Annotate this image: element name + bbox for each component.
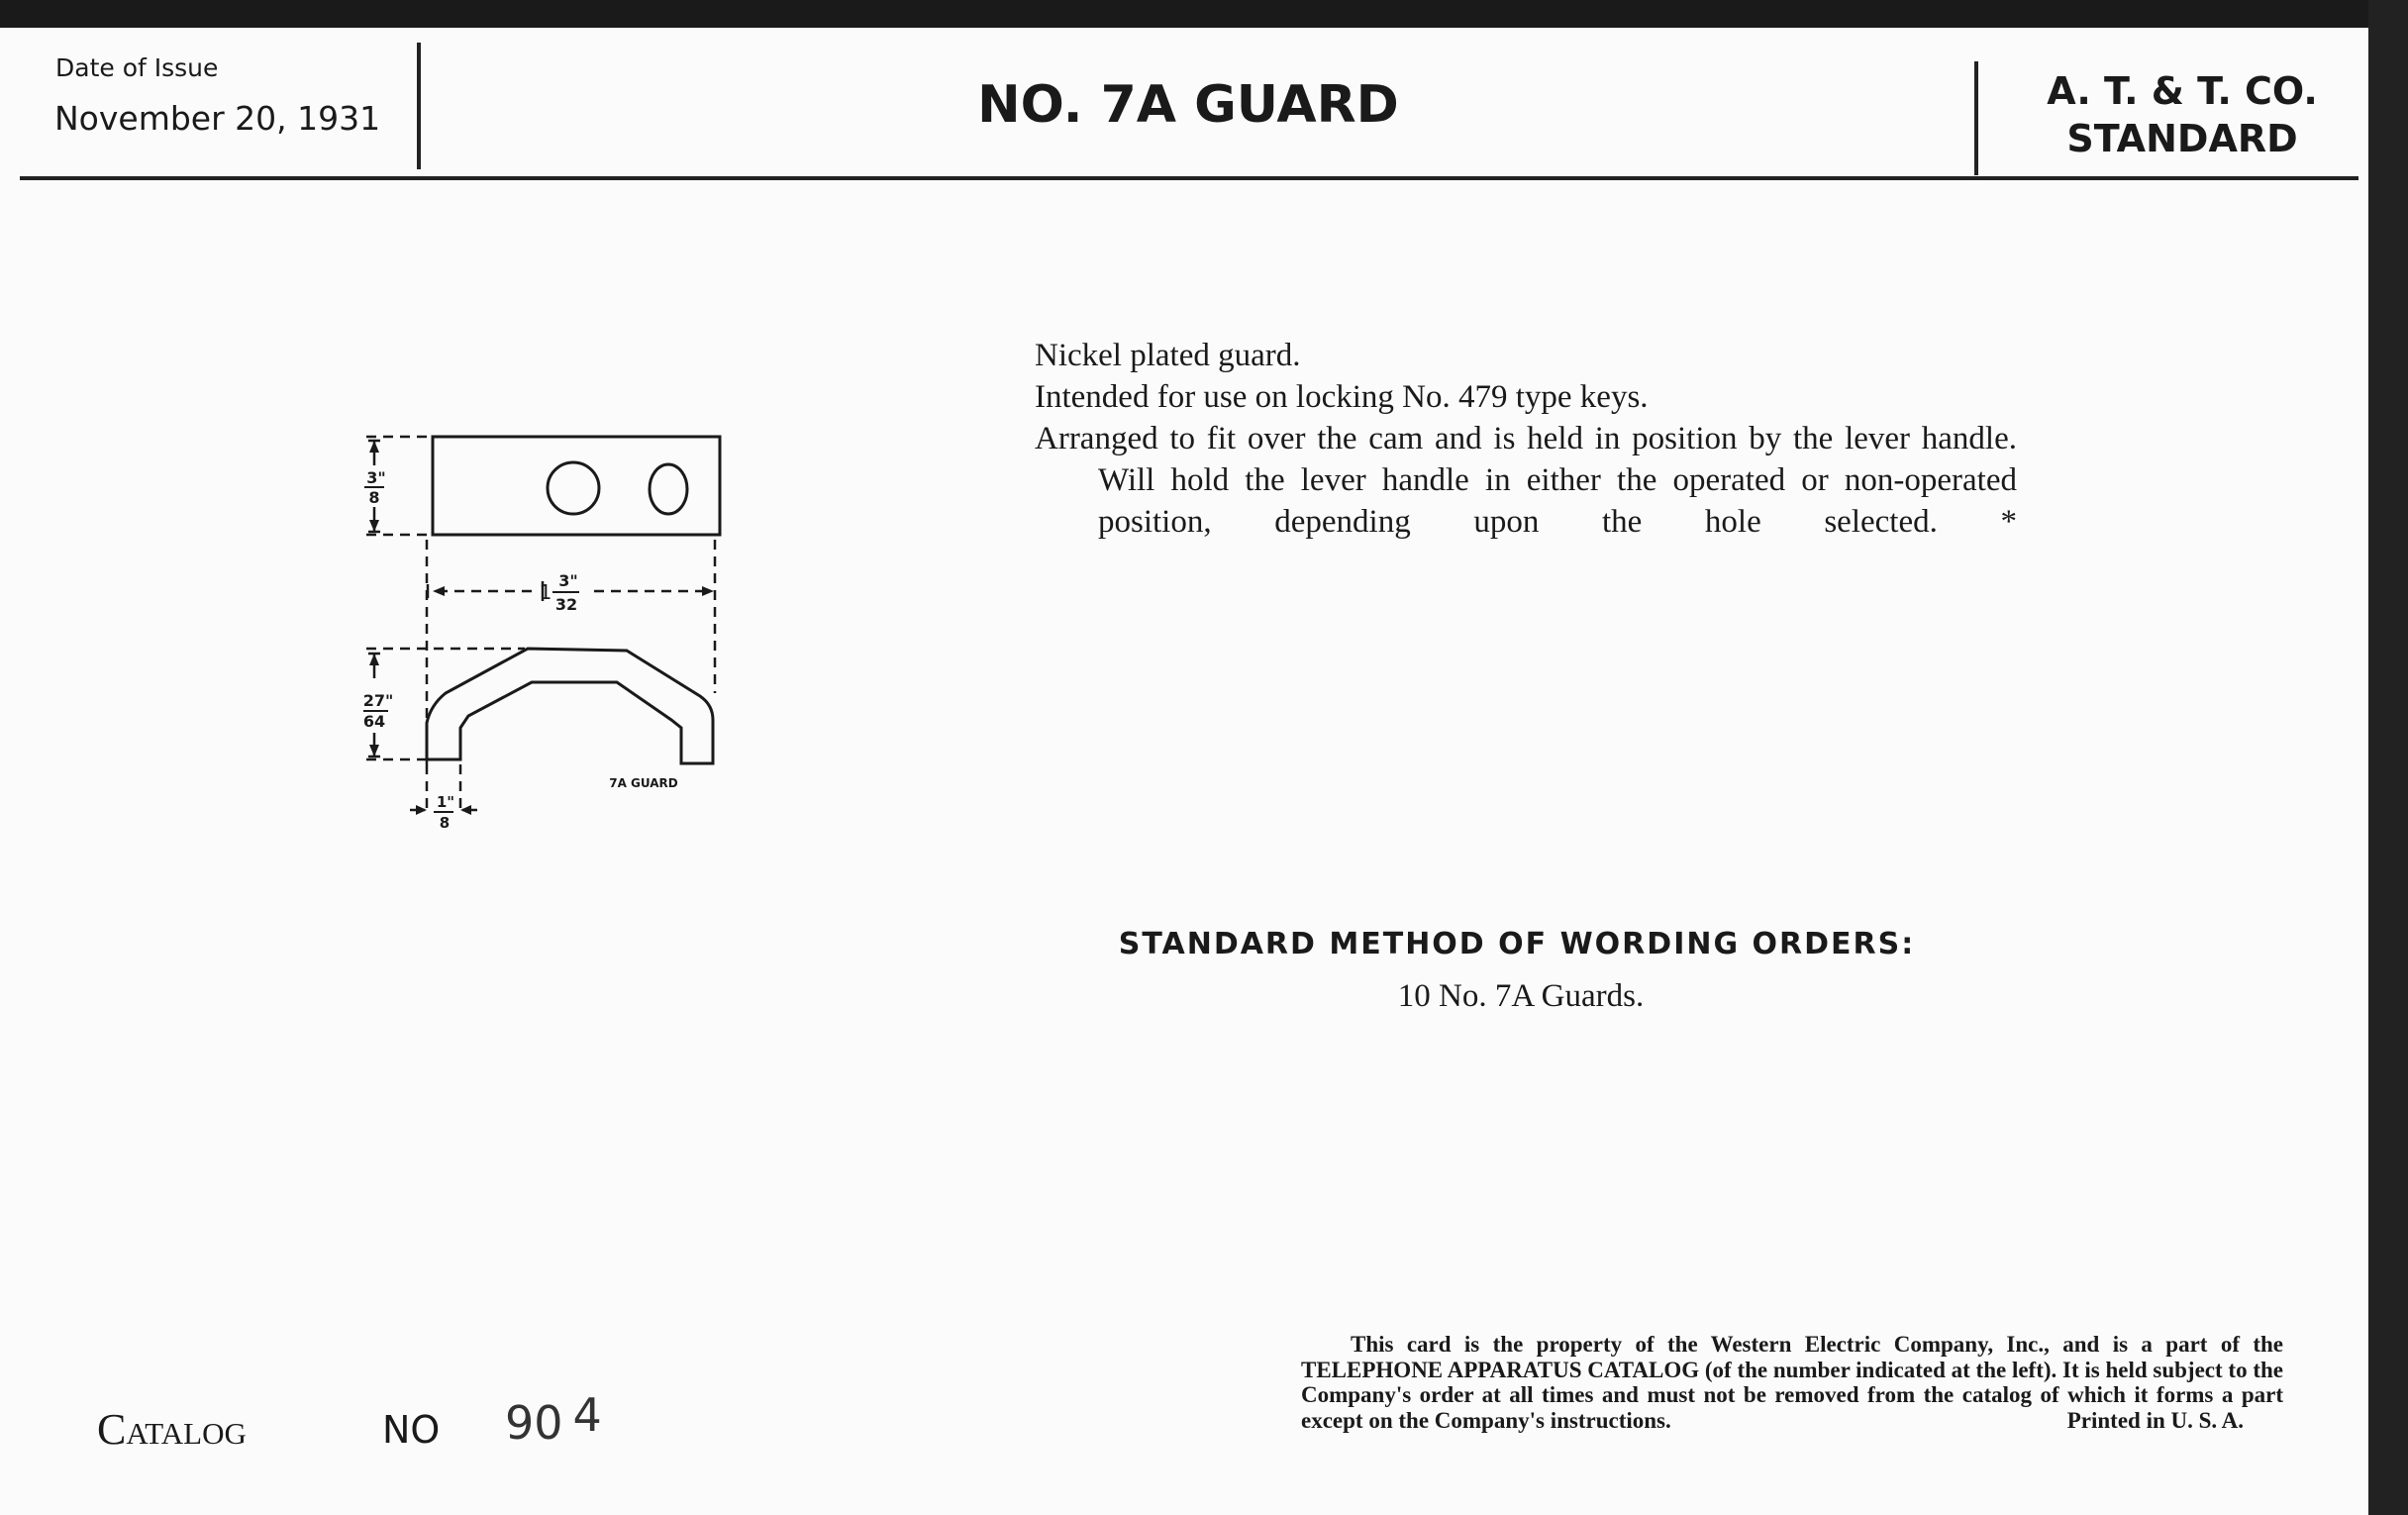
dim-height-top-den: 8 <box>368 488 379 507</box>
dim-thickness-den: 8 <box>440 814 450 832</box>
page-title: NO. 7A GUARD <box>977 75 1399 135</box>
property-notice: This card is the property of the Western… <box>1301 1332 2283 1433</box>
hole-cam <box>648 462 689 516</box>
divider-left <box>417 43 421 169</box>
org-line-1: A. T. & T. CO. <box>2047 69 2318 113</box>
dim-width-num: 3" <box>558 571 577 590</box>
catalog-number-suffix: 4 <box>572 1388 602 1442</box>
guard-side-view <box>425 647 715 765</box>
notice-text: This card is the property of the Western… <box>1301 1332 2283 1433</box>
ordering-heading: STANDARD METHOD OF WORDING ORDERS: <box>1118 927 1916 961</box>
dim-thickness-num: 1" <box>437 793 454 811</box>
dim-width-whole: 1 <box>540 580 552 604</box>
catalog-card <box>0 28 2368 1515</box>
catalog-label: Catalog <box>97 1405 247 1454</box>
catalog-number-main: 90 <box>505 1396 563 1450</box>
dim-height-bottom-num: 27" <box>363 691 394 710</box>
dim-height-top-num: 3" <box>366 468 385 487</box>
guard-plan-view <box>431 435 722 537</box>
divider-right <box>1974 61 1978 175</box>
description: Nickel plated guard. Intended for use on… <box>1035 335 2017 543</box>
printed-in: Printed in U. S. A. <box>2066 1407 2244 1433</box>
description-line: Intended for use on locking No. 479 type… <box>1035 379 1649 415</box>
catalog-no-label: NO <box>382 1408 441 1452</box>
scan-edge <box>2368 0 2408 1515</box>
date-value: November 20, 1931 <box>54 99 381 138</box>
dim-width-den: 32 <box>555 595 577 614</box>
ordering-example: 10 No. 7A Guards. <box>1397 978 1645 1014</box>
hole-round <box>546 460 601 516</box>
header-rule <box>20 176 2358 180</box>
description-paragraph: Arranged to fit over the cam and is held… <box>1035 421 2017 540</box>
dim-height-bottom-den: 64 <box>363 712 385 731</box>
date-label: Date of Issue <box>55 53 219 82</box>
drawing-caption: 7A GUARD <box>609 776 678 790</box>
description-line: Nickel plated guard. <box>1035 338 1301 373</box>
org-line-2: STANDARD <box>2066 117 2298 160</box>
